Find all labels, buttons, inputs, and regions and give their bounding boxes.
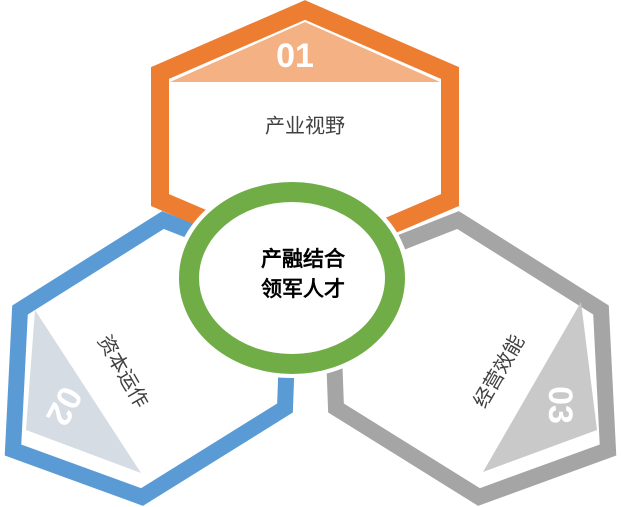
center-line-2: 领军人才 bbox=[261, 277, 345, 301]
number-03: 03 bbox=[541, 386, 579, 424]
center-ring bbox=[179, 182, 405, 374]
center-circle: 产融结合 领军人才 bbox=[174, 178, 410, 378]
triangle-02 bbox=[26, 310, 141, 473]
triangle-03 bbox=[483, 302, 597, 472]
number-01: 01 bbox=[276, 37, 314, 75]
triangle-01 bbox=[170, 22, 440, 82]
label-01: 产业视野 bbox=[265, 114, 345, 138]
center-line-1: 产融结合 bbox=[261, 247, 346, 271]
